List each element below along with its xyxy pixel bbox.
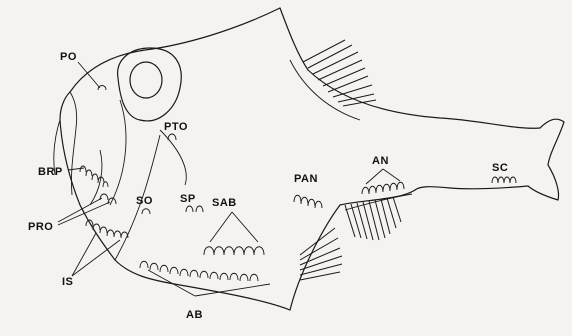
label-pan: PAN bbox=[294, 173, 318, 185]
eye bbox=[118, 48, 182, 121]
photophore-group-an bbox=[362, 182, 404, 194]
photophore-group-sab bbox=[204, 247, 264, 255]
photophore-group-is bbox=[86, 220, 128, 238]
labels: PO PTO BRP PRO SO SP SAB PAN AN SC IS AB bbox=[28, 51, 508, 321]
label-so: SO bbox=[136, 195, 153, 207]
label-sc: SC bbox=[492, 162, 508, 174]
photophore-group-pan bbox=[294, 195, 322, 208]
photophore-pto bbox=[168, 134, 176, 140]
photophore-so bbox=[142, 209, 150, 214]
label-is: IS bbox=[62, 276, 73, 288]
photophore-group-ab bbox=[140, 261, 258, 281]
label-sab: SAB bbox=[212, 197, 237, 209]
photophore-group-sp bbox=[186, 206, 203, 212]
dorsal-fin bbox=[303, 40, 376, 106]
anal-fin bbox=[345, 197, 401, 240]
photophore-group-brp bbox=[80, 166, 108, 187]
label-pro: PRO bbox=[28, 221, 53, 233]
label-ab: AB bbox=[186, 309, 203, 321]
label-sp: SP bbox=[180, 193, 196, 205]
label-po: PO bbox=[60, 51, 77, 63]
label-an: AN bbox=[372, 155, 389, 167]
photophore-group-sc bbox=[492, 177, 516, 183]
label-pto: PTO bbox=[164, 121, 188, 133]
label-brp: BRP bbox=[38, 166, 63, 178]
